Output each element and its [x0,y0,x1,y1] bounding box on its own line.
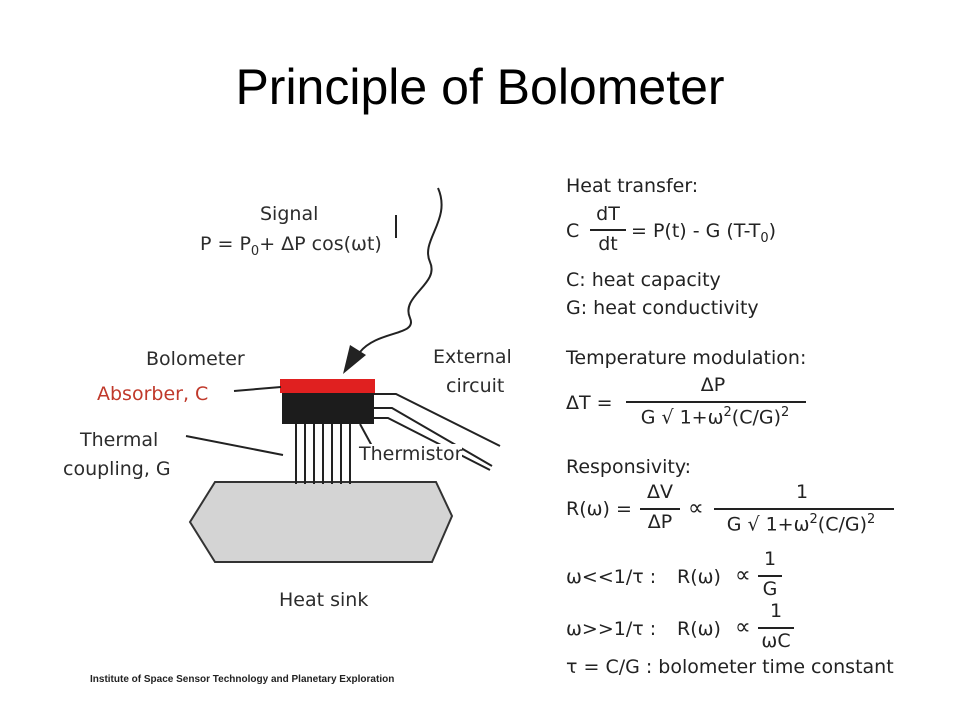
low-freq-fraction-bar [758,575,782,577]
tau-definition: τ = C/G : bolometer time constant [566,656,894,678]
high-freq-numerator: 1 [769,600,783,622]
thermal-coupling-label-1: Thermal [80,429,159,451]
tm-fraction-bar [626,401,806,403]
absorber-leader [233,386,282,392]
high-freq-r: R(ω) [677,618,721,640]
bolometer-label: Bolometer [146,348,245,370]
r-denominator-2: G √ 1+ω2(C/G)2 [726,512,876,536]
low-freq-r: R(ω) [677,566,721,588]
responsivity-heading: Responsivity: [566,456,692,478]
thermistor-leader [359,423,373,447]
thermistor-block [282,392,374,424]
tm-lhs: ΔT = [566,392,613,414]
signal-arrow-head [343,345,366,374]
external-circuit-label-1: External [433,346,512,368]
r-fraction-bar-2 [714,508,894,510]
tm-denominator: G √ 1+ω2(C/G)2 [640,405,790,429]
signal-arrow [359,187,443,353]
def-heat-conductivity: G: heat conductivity [566,297,759,319]
r-numerator-2: 1 [795,481,809,503]
r-fraction-bar-1 [640,508,680,510]
tm-numerator: ΔP [700,374,726,396]
heat-sink-label: Heat sink [279,589,369,611]
ht-rhs: = P(t) - G (T-T0) [631,220,777,246]
low-freq-numerator: 1 [763,548,777,570]
thermistor-label: Thermistor [359,443,463,466]
r-proportional: ∝ [688,496,704,521]
ht-denominator: dt [598,233,618,255]
thermal-coupling-legs [295,424,351,484]
footer-institute: Institute of Space Sensor Technology and… [90,674,395,685]
r-numerator-1: ΔV [647,481,673,503]
external-circuit-label-2: circuit [446,375,505,397]
ht-c: C [566,220,580,242]
heat-transfer-heading: Heat transfer: [566,175,699,197]
temp-mod-heading: Temperature modulation: [566,347,807,369]
signal-label: Signal [260,203,319,225]
thermal-coupling-label-2: coupling, G [63,458,171,480]
high-freq-condition: ω>>1/τ : [566,618,657,640]
page-title: Principle of Bolometer [235,59,725,115]
absorber-label: Absorber, C [97,383,209,405]
heat-sink-block [188,481,454,563]
high-freq-proportional: ∝ [735,615,751,640]
ht-numerator: dT [596,203,620,225]
def-heat-capacity: C: heat capacity [566,269,721,291]
high-freq-fraction-bar [758,627,794,629]
r-lhs: R(ω) = [566,498,632,520]
r-denominator-1: ΔP [647,511,673,533]
low-freq-condition: ω<<1/τ : [566,566,657,588]
signal-formula: P = P0+ ΔP cos(ωt) [200,233,382,259]
low-freq-proportional: ∝ [735,563,751,588]
low-freq-denominator: G [762,578,778,600]
ht-fraction-bar [590,229,626,231]
thermal-leader [185,435,284,456]
high-freq-denominator: ωC [761,630,791,652]
absorber-layer [280,379,375,393]
